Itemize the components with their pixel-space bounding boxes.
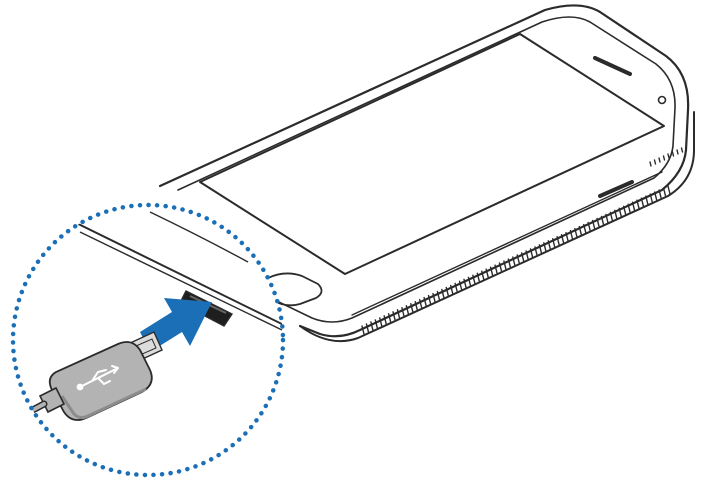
grill-tick — [494, 264, 498, 274]
grill-tick — [445, 286, 449, 297]
grill-tick — [547, 240, 551, 250]
grill-tick — [423, 296, 427, 307]
grill-tick — [543, 242, 547, 252]
grill-tick — [472, 274, 476, 284]
phone-side-rail — [299, 111, 695, 343]
device-bottom-zoomed — [59, 214, 283, 329]
edge-dot — [658, 157, 661, 163]
grill-tick — [361, 325, 365, 335]
grill-tick — [574, 227, 578, 238]
grill-tick — [383, 315, 387, 325]
grill-tick — [525, 250, 529, 260]
grill-tick — [458, 280, 463, 291]
grill-tick — [596, 217, 600, 228]
grill-tick — [618, 207, 622, 218]
grill-tick — [516, 254, 520, 264]
grill-tick — [653, 191, 658, 201]
grill-tick — [476, 272, 481, 282]
grill-tick — [449, 284, 454, 295]
device-bottom-zoomed-inner — [79, 231, 283, 331]
edge-dot — [676, 149, 679, 155]
grill-tick — [414, 300, 418, 311]
grill-tick — [396, 309, 401, 319]
edge-dot — [662, 155, 666, 161]
grill-tick — [605, 213, 609, 224]
grill-tick — [645, 195, 649, 205]
phone — [158, 4, 695, 343]
grill-tick — [463, 278, 467, 289]
edge-dot — [680, 147, 684, 153]
grill-tick — [662, 187, 667, 197]
grill-tick — [587, 221, 591, 232]
grill-tick — [565, 231, 569, 242]
grill-tick — [418, 298, 423, 309]
edge-dot — [671, 151, 675, 157]
grill-tick — [436, 290, 441, 301]
grill-tick — [467, 276, 472, 287]
phone-bottom-edge — [351, 171, 663, 316]
grill-tick — [600, 215, 605, 226]
edge-dot — [667, 153, 670, 159]
grill-tick — [609, 211, 614, 222]
grill-tick — [560, 233, 565, 244]
grill-tick — [498, 262, 503, 272]
zoom-callout — [10, 202, 286, 478]
phone-bezel — [177, 16, 676, 323]
grill-tick — [365, 323, 370, 333]
grill-tick — [578, 225, 583, 236]
grill-tick — [534, 246, 538, 256]
grill-tick — [489, 266, 494, 276]
grill-tick — [405, 305, 410, 315]
grill-tick — [427, 294, 432, 305]
grill-tick — [591, 219, 596, 230]
grill-tick — [485, 268, 489, 278]
grill-tick — [583, 223, 587, 234]
grill-tick — [481, 270, 485, 280]
grill-tick — [392, 311, 396, 321]
grill-tick — [667, 185, 671, 195]
grill-tick — [631, 201, 636, 211]
grill-tick — [410, 302, 414, 313]
usb-icon — [76, 365, 119, 391]
grill-tick — [614, 209, 618, 220]
usb-plug-body-shade — [60, 387, 147, 420]
grill-tick — [503, 260, 507, 270]
grill-tick — [401, 307, 405, 317]
grill-tick — [569, 229, 574, 240]
grill-tick — [640, 197, 645, 207]
callout-content — [13, 211, 283, 424]
grill-tick — [507, 258, 512, 268]
callout-border — [10, 202, 286, 478]
grill-tick — [622, 205, 627, 215]
grill-tick — [529, 248, 534, 258]
grill-tick — [441, 288, 445, 299]
grill-tick — [636, 199, 640, 209]
edge-dot — [649, 161, 652, 167]
phone-body — [158, 4, 690, 338]
grill-tick — [658, 189, 662, 199]
grill-tick — [512, 256, 516, 266]
grill-tick — [454, 282, 458, 293]
earpiece-icon — [593, 56, 632, 76]
grill-tick — [551, 238, 556, 248]
grill-tick — [649, 193, 653, 203]
side-grill — [361, 185, 671, 335]
grill-tick — [374, 319, 379, 329]
grill-tick — [370, 321, 374, 331]
insert-arrow-icon — [140, 298, 212, 352]
grill-tick — [520, 252, 525, 262]
edge-dot — [653, 159, 657, 165]
grill-tick — [387, 313, 392, 323]
edge-dots — [649, 147, 684, 167]
grill-tick — [556, 236, 560, 246]
phone-screen — [199, 33, 665, 275]
side-key — [598, 180, 634, 198]
grill-tick — [379, 317, 383, 327]
grill-tick — [627, 203, 631, 213]
device-face-zoomed — [149, 211, 249, 263]
front-camera-icon — [657, 95, 667, 105]
grill-tick — [432, 292, 436, 303]
grill-tick — [538, 244, 543, 254]
